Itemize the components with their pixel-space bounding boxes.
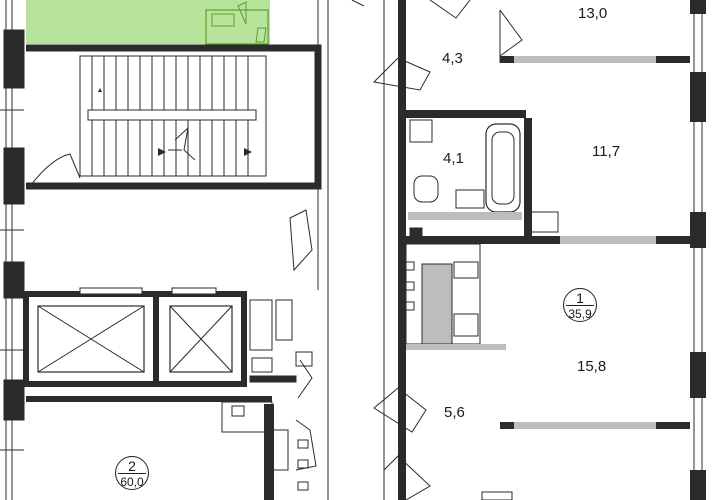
apartment-2-number: 2 <box>128 458 136 474</box>
apartment-1-badge: 1 35,9 <box>563 288 597 322</box>
fixtures <box>405 227 423 311</box>
room-area-15-8: 15,8 <box>577 358 607 375</box>
door-swings <box>372 0 523 500</box>
elevator-shafts <box>23 287 247 387</box>
apartment-1-area: 35,9 <box>568 307 592 321</box>
apartment-2-walls <box>26 396 317 500</box>
apartment-2-area: 60,0 <box>120 475 144 489</box>
left-facade <box>0 0 25 500</box>
apartment-1-walls <box>398 0 706 500</box>
room-area-11-7: 11,7 <box>592 143 621 160</box>
apartment-1-number: 1 <box>576 290 584 306</box>
balcony-area <box>26 0 270 45</box>
room-area-4-3: 4,3 <box>442 50 463 67</box>
service-shafts <box>249 299 313 399</box>
room-area-13-0: 13,0 <box>578 5 608 22</box>
stairwell <box>26 44 322 190</box>
room-area-5-6: 5,6 <box>444 404 465 421</box>
apartment-2-badge: 2 60,0 <box>115 456 149 490</box>
room-area-4-1: 4,1 <box>443 150 464 167</box>
corridor-walls <box>289 0 385 500</box>
